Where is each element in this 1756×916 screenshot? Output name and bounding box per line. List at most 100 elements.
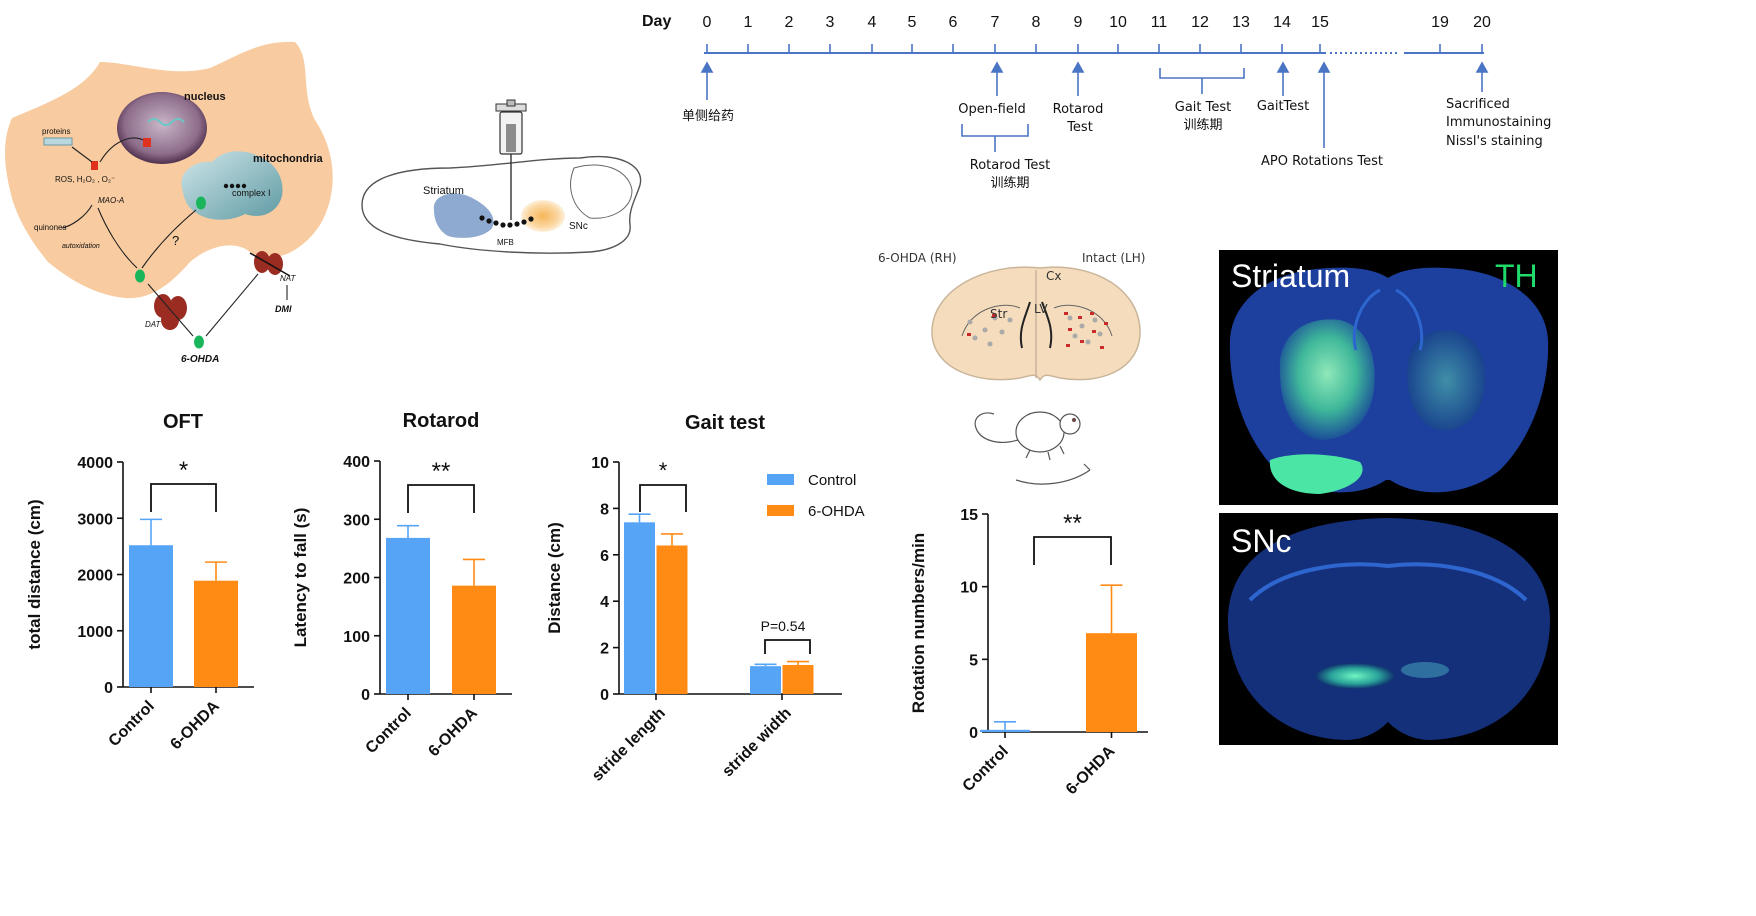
significance-bracket [150,483,217,512]
bar-control [980,729,1030,732]
event-gait-1: Gait Test [1175,100,1231,115]
timeline-day-2: 2 [785,14,794,31]
complex-i-chain [223,183,247,189]
event-gait-test: GaitTest [1257,99,1309,114]
y-axis-label: Latency to fall (s) [291,508,310,648]
timeline-day-13: 13 [1232,14,1250,31]
timeline-day-20: 20 [1473,14,1491,31]
y-axis-label: total distance (cm) [25,499,44,649]
micrograph-striatum-label: Striatum [1231,258,1350,294]
y-axis-label: Distance (cm) [545,522,564,633]
dna-strand [147,118,185,126]
nucleus-shape [117,92,207,164]
y-tick-label: 3000 [77,511,113,528]
significance-label: * [659,458,668,483]
dmi-label: DMI [275,304,292,314]
str-label: Str [990,307,1007,321]
section-label-left: 6-OHDA (RH) [878,251,957,265]
event-gait-2: 训练期 [1183,118,1222,133]
chart-title: OFT [163,411,203,433]
significance-label: * [179,457,188,484]
legend-label: 6-OHDA [808,503,865,520]
dat-label: DAT [145,320,162,329]
y-tick-label: 10 [591,455,609,472]
ros-marker [91,161,98,170]
lateral-ventricle-right [1041,301,1053,349]
arrow-day9 [1071,61,1085,96]
neuron-cell-body [5,41,333,299]
arrow-day14 [1276,61,1290,96]
timeline-day-8: 8 [1032,14,1041,31]
y-tick-label: 2 [600,641,609,658]
bracket-gait-training [1159,68,1245,94]
lateral-ventricle-left [1019,301,1031,349]
timeline-day-0: 0 [703,14,712,31]
significance-bracket [764,639,811,654]
ros-label: ROS, H₂O₂ , O₂⁻ [55,175,115,184]
timeline-day-10: 10 [1109,14,1127,31]
significance-bracket [1033,536,1112,565]
section-label-right: Intact (LH) [1082,251,1145,265]
event-rotarod-1: Rotarod [1053,102,1104,117]
bar-6ohda [452,585,496,694]
x-category-label: 6-OHDA [425,704,481,760]
ohda-molecule-mito [196,196,206,210]
event-end-3: Nissl's staining [1446,134,1543,149]
timeline-day-15: 15 [1311,14,1329,31]
significance-bracket [407,484,475,513]
pathway-arrows [61,137,288,337]
ohda-label: 6-OHDA [181,354,219,365]
mechanism-diagram: nucleus mitochondria complex I proteins … [5,41,333,365]
event-apo: APO Rotations Test [1261,154,1383,169]
y-tick-label: 0 [104,680,113,697]
y-tick-label: 200 [343,571,370,588]
timeline-day-11: 11 [1151,14,1168,31]
significance-label: ** [1063,510,1082,537]
ohda-molecule-outside [194,335,204,349]
y-tick-label: 8 [600,501,609,518]
y-tick-label: 4000 [77,455,113,472]
significance-label: ** [432,458,451,485]
bar-6ohda [656,545,688,694]
timeline-day-14: 14 [1273,14,1291,31]
snc-region [521,200,565,232]
y-axis-label: Rotation numbers/min [909,533,928,713]
cx-label: Cx [1046,269,1061,283]
x-category-label: Control [363,705,415,757]
y-tick-label: 6 [600,548,609,565]
nat-block-mark [249,252,291,277]
chart-title: Rotarod [403,410,480,432]
y-tick-label: 0 [600,687,609,704]
mfb-tract [479,215,534,228]
event-injection: 单侧给药 [682,109,734,124]
arrow-day15 [1317,61,1331,148]
timeline-day-3: 3 [826,14,835,31]
significance-label: P=0.54 [761,618,806,634]
timeline-day-5: 5 [908,14,917,31]
nucleus-label: nucleus [184,91,226,103]
lv-label: LV [1034,302,1048,316]
snc-label: SNc [569,221,588,232]
micrograph-th-label: TH [1495,258,1538,294]
chart-title: Gait test [685,412,765,434]
bar-6ohda [194,580,238,687]
timeline-day-9: 9 [1074,14,1083,31]
timeline-day-12: 12 [1191,14,1209,31]
event-rotarod-training-2: 训练期 [990,176,1029,191]
arrow-day0 [700,61,714,100]
nat-label: NAT [280,274,297,283]
y-tick-label: 300 [343,512,370,529]
y-tick-label: 0 [969,725,978,742]
x-category-label: stride width [719,705,795,781]
bracket-rotarod-training [961,124,1029,152]
quinones-label: quinones [34,223,66,232]
y-tick-label: 10 [960,580,978,597]
micrograph-striatum: Striatum TH [1219,250,1558,505]
day-label: Day [642,13,671,30]
y-tick-label: 5 [969,652,978,669]
